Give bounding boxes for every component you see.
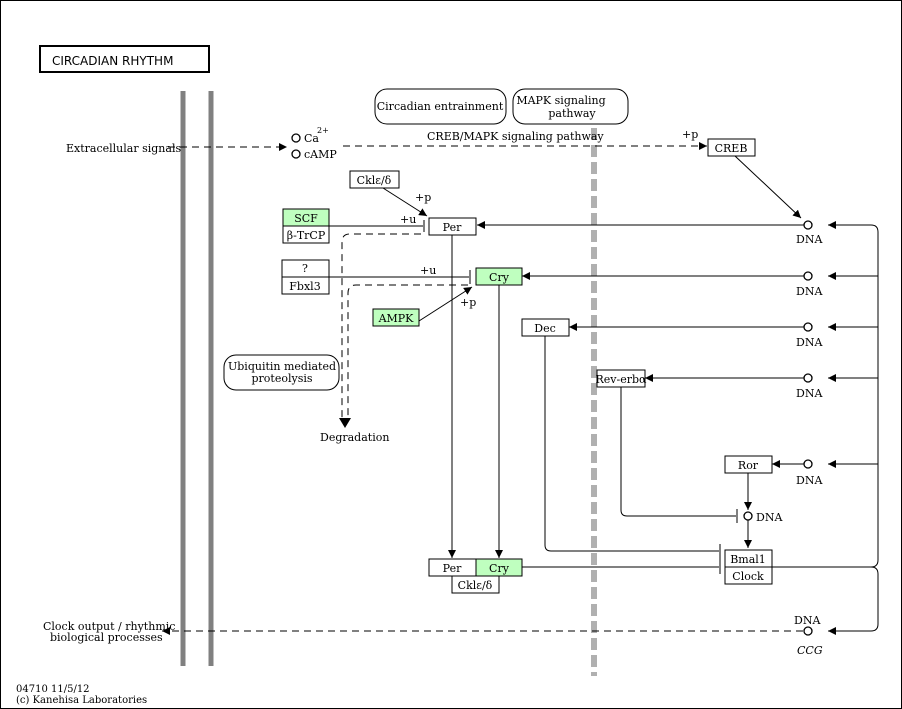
map-circadian-entrainment[interactable]: Circadian entrainment [374, 88, 507, 125]
extracellular-signals-label: Extracellular signals [66, 142, 181, 155]
gene-btrcp[interactable]: β-TrCP [282, 225, 330, 244]
map-mapk-signaling[interactable]: MAPK signaling pathway [512, 88, 629, 125]
gene-scf[interactable]: SCF [282, 208, 330, 227]
gene-label: Per [443, 221, 462, 234]
dna-ccg-icon[interactable] [803, 626, 813, 636]
bmal1-clock-activation-path [771, 221, 879, 568]
cry-degradation-path [347, 284, 468, 422]
compound-ca-superscript: 2+ [317, 126, 329, 135]
gene-label: Ror [738, 459, 759, 472]
gene-label: Fbxl3 [289, 280, 320, 293]
complex-cry[interactable]: Cry [475, 558, 523, 577]
gene-label: SCF [294, 212, 318, 225]
compound-ca-icon[interactable] [291, 133, 301, 143]
gene-label: Bmal1 [730, 553, 766, 566]
degradation-label: Degradation [320, 431, 389, 444]
ckle-to-per-arrow [382, 187, 428, 217]
gene-ror[interactable]: Ror [724, 455, 773, 474]
gene-label: Per [443, 562, 462, 575]
gene-creb[interactable]: CREB [707, 138, 756, 157]
gene-ckle-top[interactable]: Cklε/δ [349, 170, 400, 189]
ccg-label: CCG [797, 644, 823, 657]
gene-bmal1[interactable]: Bmal1 [724, 549, 773, 568]
gene-dec[interactable]: Dec [521, 318, 570, 337]
gene-unknown[interactable]: ? [281, 259, 330, 278]
ampk-to-cry-arrow [418, 286, 473, 322]
gene-label: Rev-erbα [596, 373, 648, 386]
dna-ror-label: DNA [796, 474, 823, 487]
compound-camp-label: cAMP [304, 148, 337, 161]
gene-label: Cry [489, 562, 510, 575]
compound-camp-icon[interactable] [291, 149, 301, 159]
gene-label: Cry [489, 271, 510, 284]
degradation-arrowhead [339, 418, 351, 428]
gene-fbxl3[interactable]: Fbxl3 [281, 276, 330, 295]
gene-reverba[interactable]: Rev-erbα [596, 369, 648, 388]
reverba-inhibition-path [620, 387, 736, 517]
clock-output-label-line1: Clock output / rhythmic [43, 620, 175, 633]
creb-to-dna-arrow [734, 155, 802, 219]
gene-cry[interactable]: Cry [475, 267, 523, 286]
footer-copyright: (c) Kanehisa Laboratories [16, 695, 147, 706]
gene-per[interactable]: Per [428, 217, 477, 236]
gene-clock[interactable]: Clock [724, 566, 773, 585]
dna-ror-icon[interactable] [803, 459, 813, 469]
gene-label: Dec [534, 322, 556, 335]
map-label-line1: Ubiquitin mediated [228, 360, 336, 373]
gene-label: Cklε/δ [458, 579, 493, 592]
compound-ca-label: Ca [304, 132, 319, 145]
gene-ampk[interactable]: AMPK [372, 308, 420, 327]
dna-cry-label: DNA [796, 285, 823, 298]
dna-bmal1-label: DNA [756, 511, 783, 524]
gene-label: CREB [715, 142, 748, 155]
footer-id: 04710 11/5/12 [16, 684, 90, 695]
complex-ckle[interactable]: Cklε/δ [451, 575, 500, 594]
dna-bmal1-icon[interactable] [743, 511, 753, 521]
map-ubiquitin-proteolysis[interactable]: Ubiquitin mediated proteolysis [223, 354, 340, 391]
dna-per-label: DNA [796, 233, 823, 246]
complex-per[interactable]: Per [428, 558, 477, 577]
map-label-line2: pathway [548, 107, 596, 120]
gene-label: AMPK [378, 312, 415, 325]
dna-reverb-icon[interactable] [803, 373, 813, 383]
dna-per-icon[interactable] [803, 220, 813, 230]
activation-to-ccg-dna [771, 566, 879, 635]
dna-dec-label: DNA [796, 336, 823, 349]
dec-inhibition-path [544, 336, 719, 552]
dna-cry-icon[interactable] [803, 271, 813, 281]
map-label: Circadian entrainment [377, 100, 504, 113]
gene-label: ? [302, 262, 308, 275]
per-degradation-path [341, 233, 421, 422]
page-title: CIRCADIAN RHYTHM [52, 54, 173, 68]
dna-reverb-label: DNA [796, 387, 823, 400]
gene-label: Cklε/δ [357, 174, 392, 187]
gene-label: β-TrCP [287, 229, 326, 242]
dna-dec-icon[interactable] [803, 322, 813, 332]
creb-plus-p: +p [682, 128, 698, 141]
title-box: CIRCADIAN RHYTHM [39, 45, 210, 73]
gene-label: Clock [732, 570, 764, 583]
creb-mapk-label: CREB/MAPK signaling pathway [427, 130, 604, 143]
cry-plus-u: +u [420, 264, 436, 277]
per-plus-p: +p [415, 191, 431, 204]
clock-output-label-line2: biological processes [50, 631, 163, 644]
cry-plus-p: +p [460, 296, 476, 309]
per-plus-u: +u [400, 213, 416, 226]
dna-ccg-label: DNA [794, 614, 821, 627]
map-label-line2: proteolysis [251, 372, 312, 385]
map-label-line1: MAPK signaling [516, 94, 605, 107]
